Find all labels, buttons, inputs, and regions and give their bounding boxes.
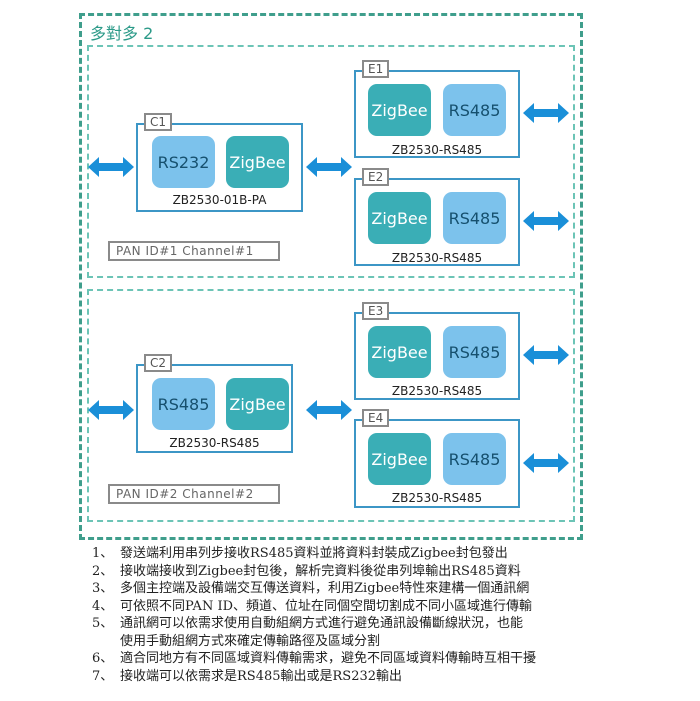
outer-frame xyxy=(79,13,583,540)
module-zigbee: ZigBee xyxy=(368,433,431,485)
device-tag-c1: C1 xyxy=(144,113,173,131)
note-text: 適合同地方有不同區域資料傳輸需求，避免不同區域資料傳輸時互相干擾 xyxy=(120,651,537,666)
note-number: 6、 xyxy=(92,651,114,666)
pan-label-1: PAN ID#1 Channel#1 xyxy=(108,241,280,261)
device-tag-e1: E1 xyxy=(362,60,390,78)
device-tag-e3: E3 xyxy=(362,302,390,320)
device-model-e4: ZB2530-RS485 xyxy=(391,491,483,505)
note-number: 4、 xyxy=(92,598,114,614)
module-zigbee: ZigBee xyxy=(368,326,431,378)
notes-list: 1、發送端利用串列步接收RS485資料並將資料封裝成Zigbee封包發出 2、接… xyxy=(92,545,692,685)
device-model-c1: ZB2530-01B-PA xyxy=(172,193,267,207)
double-headed-arrow-icon xyxy=(523,345,569,365)
connection-arrows xyxy=(88,103,569,473)
note-item: 5、通訊網可以依需求使用自動組網方式進行避免通訊設備斷線狀況，也能使用手動組網方… xyxy=(92,615,692,650)
module-rs485: RS485 xyxy=(443,326,506,378)
device-model-c2: ZB2530-RS485 xyxy=(169,436,260,450)
diagram-title: 多對多 2 xyxy=(90,24,154,43)
module-rs485: RS485 xyxy=(443,192,506,244)
note-number: 2、 xyxy=(92,563,114,579)
note-text: 發送端利用串列步接收RS485資料並將資料封裝成Zigbee封包發出 xyxy=(120,546,508,561)
device-model-e3: ZB2530-RS485 xyxy=(391,384,483,398)
note-number: 3、 xyxy=(92,581,114,596)
note-text: 接收端接收到Zigbee封包後，解析完資料後從串列埠輸出RS485資料 xyxy=(120,563,521,579)
double-headed-arrow-icon xyxy=(306,157,352,177)
module-rs232: RS232 xyxy=(152,136,215,188)
double-headed-arrow-icon xyxy=(306,400,352,420)
note-text-continued: 使用手動組網方式來確定傳輸路徑及區域分割 xyxy=(120,633,381,649)
note-item: 1、發送端利用串列步接收RS485資料並將資料封裝成Zigbee封包發出 xyxy=(92,545,692,563)
double-headed-arrow-icon xyxy=(523,211,569,231)
module-rs485: RS485 xyxy=(443,433,506,485)
double-headed-arrow-icon xyxy=(523,453,569,473)
note-text: 可依照不同PAN ID、頻道、位址在同個空間切割成不同小區域進行傳輸 xyxy=(120,598,533,614)
device-tag-c2: C2 xyxy=(144,354,173,372)
group-frame-2 xyxy=(87,289,575,522)
module-zigbee: ZigBee xyxy=(368,192,431,244)
device-model-e2: ZB2530-RS485 xyxy=(391,251,483,265)
note-text: 多個主控端及設備端交互傳送資料，利用Zigbee特性來建構一個通訊網 xyxy=(120,581,530,596)
note-item: 2、接收端接收到Zigbee封包後，解析完資料後從串列埠輸出RS485資料 xyxy=(92,563,692,581)
note-text: 通訊網可以依需求使用自動組網方式進行避免通訊設備斷線狀況，也能 xyxy=(120,616,524,631)
note-text: 接收端可以依需求是RS485輸出或是RS232輸出 xyxy=(120,668,403,684)
note-item: 4、可依照不同PAN ID、頻道、位址在同個空間切割成不同小區域進行傳輸 xyxy=(92,598,692,616)
note-number: 5、 xyxy=(92,616,114,631)
double-headed-arrow-icon xyxy=(88,157,134,177)
module-zigbee: ZigBee xyxy=(226,378,289,430)
note-item: 3、多個主控端及設備端交互傳送資料，利用Zigbee特性來建構一個通訊網 xyxy=(92,580,692,598)
device-model-e1: ZB2530-RS485 xyxy=(391,143,483,157)
pan-label-2: PAN ID#2 Channel#2 xyxy=(108,484,280,504)
note-number: 1、 xyxy=(92,546,114,561)
module-zigbee: ZigBee xyxy=(226,136,289,188)
group-frame-1 xyxy=(87,45,575,278)
double-headed-arrow-icon xyxy=(88,400,134,420)
module-zigbee: ZigBee xyxy=(368,84,431,136)
note-item: 6、適合同地方有不同區域資料傳輸需求，避免不同區域資料傳輸時互相干擾 xyxy=(92,650,692,668)
device-tag-e2: E2 xyxy=(362,168,390,186)
note-number: 7、 xyxy=(92,668,114,684)
note-item: 7、接收端可以依需求是RS485輸出或是RS232輸出 xyxy=(92,668,692,686)
module-rs485: RS485 xyxy=(152,378,215,430)
module-rs485: RS485 xyxy=(443,84,506,136)
double-headed-arrow-icon xyxy=(523,103,569,123)
device-tag-e4: E4 xyxy=(362,409,390,427)
